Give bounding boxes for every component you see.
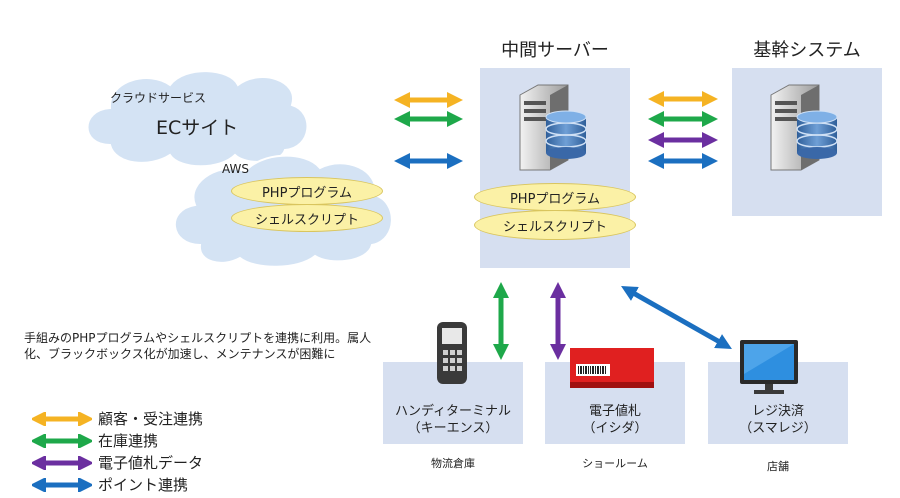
- server-icon: [770, 84, 838, 171]
- cloud-ec: [86, 70, 309, 168]
- legend-item-price-tag: 電子値札データ: [32, 452, 203, 473]
- legend-item-customer-order: 顧客・受注連携: [32, 408, 203, 429]
- price-tag-icon: [570, 348, 654, 388]
- price-tag-vendor: （イシダ）: [582, 421, 648, 436]
- store-caption: 店舗: [767, 460, 789, 473]
- php-program-pill: PHPプログラム: [231, 177, 383, 205]
- php-program-pill: PHPプログラム: [474, 183, 636, 211]
- arrow-icon: [32, 411, 92, 426]
- shell-script-label: シェルスクリプト: [254, 212, 359, 228]
- showroom-caption: ショールーム: [582, 457, 648, 470]
- php-program-label: PHPプログラム: [261, 185, 353, 201]
- legend-label: ポイント連携: [98, 476, 189, 494]
- shell-script-pill: シェルスクリプト: [474, 210, 636, 240]
- arrow-points: [621, 286, 732, 349]
- server-icon: [519, 84, 587, 171]
- core-system-title: 基幹システム: [753, 40, 861, 61]
- arrow-icon: [32, 477, 92, 492]
- middle-server-title: 中間サーバー: [501, 40, 609, 61]
- price-tag-label: 電子値札: [588, 404, 642, 419]
- arrow-icon: [32, 433, 92, 448]
- handy-terminal-vendor: （キーエンス）: [407, 421, 499, 436]
- ec-site-label: ECサイト: [156, 117, 239, 139]
- shell-script-label: シェルスクリプト: [502, 219, 607, 235]
- register-label: レジ決済: [751, 404, 805, 419]
- php-program-label: PHPプログラム: [509, 191, 601, 207]
- legend-label: 顧客・受注連携: [98, 410, 204, 428]
- monitor-icon: [740, 340, 798, 394]
- shell-script-pill: シェルスクリプト: [231, 204, 383, 232]
- aws-label: AWS: [222, 162, 250, 176]
- arrow-icon: [32, 455, 92, 470]
- cloud-service-label: クラウドサービス: [110, 91, 207, 105]
- handy-terminal-icon: [437, 322, 467, 384]
- legend-label: 電子値札データ: [98, 454, 204, 472]
- legend-label: 在庫連携: [98, 432, 159, 450]
- legend-item-inventory: 在庫連携: [32, 430, 158, 451]
- warehouse-caption: 物流倉庫: [431, 457, 475, 470]
- register-vendor: （スマレジ）: [739, 421, 817, 436]
- handy-terminal-label: ハンディターミナル: [394, 404, 512, 419]
- note-text: 手組みのPHPプログラムやシェルスクリプトを連携に利用。属人化、ブラックボックス…: [24, 331, 372, 361]
- legend-item-points: ポイント連携: [32, 474, 188, 495]
